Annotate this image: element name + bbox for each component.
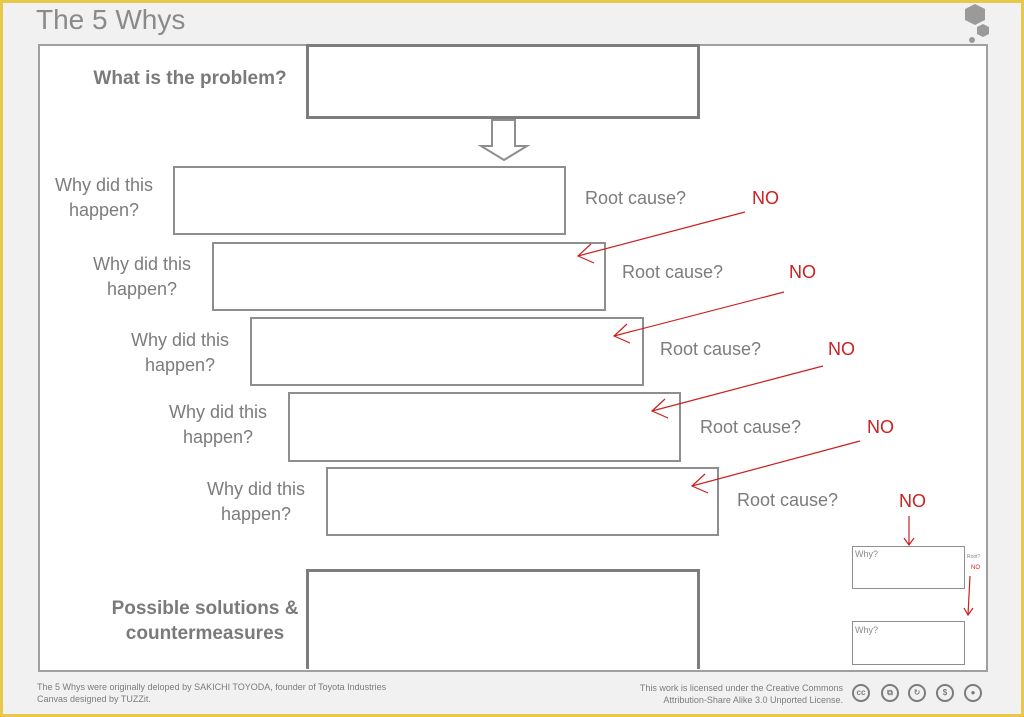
no-arrow-3	[651, 365, 824, 412]
no-arrow-1	[577, 211, 746, 257]
credit-text: The 5 Whys were originally deloped by SA…	[37, 681, 386, 705]
no-arrow-head-4	[690, 473, 709, 494]
no-arrow-2	[613, 291, 785, 337]
problem-box[interactable]	[306, 44, 700, 119]
no-arrow-head-1	[576, 243, 595, 264]
problem-label: What is the problem?	[93, 68, 287, 89]
logo-dot	[969, 37, 975, 43]
no-arrow-4	[691, 440, 861, 487]
logo-hexagon-large	[965, 4, 985, 25]
no-label-4: NO	[867, 417, 894, 437]
person-icon[interactable]: ●	[964, 684, 982, 702]
root-cause-label-1: Root cause?	[585, 188, 687, 208]
page-title: The 5 Whys	[36, 4, 186, 35]
cc-icon[interactable]: cc	[852, 684, 870, 702]
why-box-4[interactable]	[288, 392, 681, 462]
mini-root-label: Root?	[967, 554, 981, 560]
mini-why-label-2: Why?	[855, 625, 879, 635]
no-arrow-head-3	[650, 398, 669, 419]
why-box-2[interactable]	[212, 242, 606, 311]
license-text: This work is licensed under the Creative…	[600, 682, 843, 706]
solutions-label: Possible solutions & countermeasures	[111, 598, 299, 644]
root-cause-label-3: Root cause?	[660, 339, 762, 359]
root-cause-label-5: Root cause?	[737, 490, 839, 510]
mini-why-box-1[interactable]	[852, 546, 965, 589]
no-arrow-head-2	[612, 323, 631, 344]
mini-why-label-1: Why?	[855, 549, 879, 559]
why-box-3[interactable]	[250, 317, 644, 386]
why-box-1[interactable]	[173, 166, 566, 235]
noncommercial-icon[interactable]: $	[936, 684, 954, 702]
no-label-3: NO	[828, 339, 855, 359]
no-label-2: NO	[789, 262, 816, 282]
why-label-5: Why did this happen?	[206, 479, 306, 524]
credit-line-2: Canvas designed by TUZZit.	[37, 694, 151, 704]
license-line-2: Attribution-Share Alike 3.0 Unported Lic…	[663, 695, 843, 705]
root-cause-label-4: Root cause?	[700, 417, 802, 437]
why-label-2: Why did this happen?	[92, 254, 192, 299]
mini-no-label: NO	[971, 565, 980, 571]
remix-icon[interactable]: ↻	[908, 684, 926, 702]
logo-hexagon-small	[977, 24, 989, 37]
why-label-1: Why did this happen?	[54, 175, 154, 220]
mini-why-box-2[interactable]	[852, 621, 965, 665]
mini-no-arrow	[967, 575, 971, 616]
solutions-box[interactable]	[306, 569, 700, 669]
no-label-1: NO	[752, 188, 779, 208]
no-label-final: NO	[899, 491, 926, 511]
copy-icon[interactable]: ⧉	[881, 684, 899, 702]
why-label-4: Why did this happen?	[168, 402, 268, 447]
no-arrow-head-5	[903, 537, 915, 547]
why-label-3: Why did this happen?	[130, 330, 230, 375]
mini-no-arrow-head	[963, 607, 974, 617]
root-cause-label-2: Root cause?	[622, 262, 724, 282]
why-box-5[interactable]	[326, 467, 719, 536]
license-line-1: This work is licensed under the Creative…	[639, 683, 843, 693]
credit-line-1: The 5 Whys were originally deloped by SA…	[37, 682, 387, 692]
